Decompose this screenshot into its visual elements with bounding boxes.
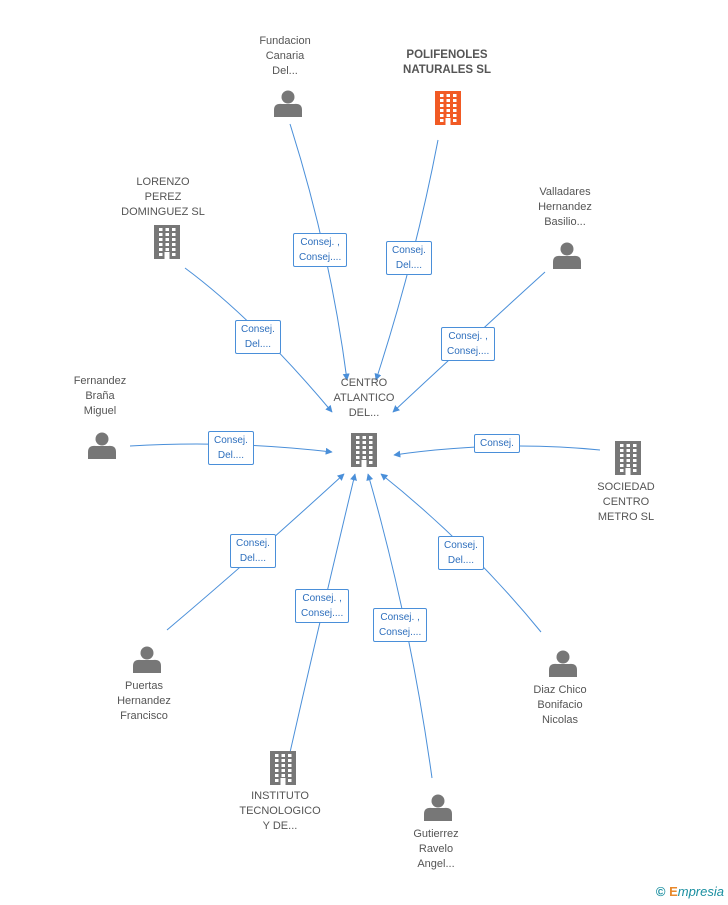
node-label-sociedad[interactable]: SOCIEDAD CENTRO METRO SL (597, 481, 655, 523)
person-icon[interactable] (549, 650, 577, 678)
person-icon[interactable] (553, 242, 581, 270)
node-label-polifenoles[interactable]: POLIFENOLES NATURALES SL (403, 49, 491, 76)
edge-label-fernandez[interactable]: Consej. Del.... (208, 431, 254, 465)
edge-label-fundacion[interactable]: Consej. , Consej.... (293, 233, 348, 267)
node-label-fundacion[interactable]: Fundacion Canaria Del... (259, 35, 311, 77)
building-icon[interactable] (154, 225, 180, 259)
node-label-diaz[interactable]: Diaz Chico Bonifacio Nicolas (533, 684, 587, 726)
node-label-instituto[interactable]: INSTITUTO TECNOLOGICO Y DE... (239, 790, 321, 832)
node-label-valladares[interactable]: Valladares Hernandez Basilio... (538, 186, 592, 228)
node-label-fernandez[interactable]: Fernandez Braña Miguel (73, 375, 127, 417)
edge-label-sociedad[interactable]: Consej. (474, 433, 520, 453)
person-icon[interactable] (424, 794, 452, 822)
person-icon[interactable] (274, 90, 302, 118)
edge-label-instituto[interactable]: Consej. , Consej.... (295, 589, 350, 623)
center-building-icon[interactable] (351, 433, 377, 467)
person-icon[interactable] (133, 646, 161, 674)
center-node-label[interactable]: CENTRO ATLANTICO DEL... (333, 377, 395, 419)
node-label-gutierrez[interactable]: Gutierrez Ravelo Angel... (413, 828, 459, 870)
edge-label-puertas[interactable]: Consej. Del.... (230, 534, 276, 568)
building-icon[interactable] (615, 441, 641, 475)
edge-label-polifenoles[interactable]: Consej. Del.... (386, 241, 432, 275)
edge-label-lorenzo[interactable]: Consej. Del.... (235, 320, 281, 354)
edge-label-diaz[interactable]: Consej. Del.... (438, 536, 484, 570)
empresia-watermark: © Empresia (656, 884, 724, 899)
building-icon[interactable] (270, 751, 296, 785)
empresia-logo: Empresia (669, 884, 724, 899)
edge-label-valladares[interactable]: Consej. , Consej.... (441, 327, 496, 361)
person-icon[interactable] (88, 432, 116, 460)
building-icon[interactable] (435, 91, 461, 125)
node-label-lorenzo[interactable]: LORENZO PEREZ DOMINGUEZ SL (121, 176, 205, 218)
edge-label-gutierrez[interactable]: Consej. , Consej.... (373, 608, 428, 642)
copyright-symbol: © (655, 884, 666, 899)
node-label-puertas[interactable]: Puertas Hernandez Francisco (117, 680, 171, 722)
